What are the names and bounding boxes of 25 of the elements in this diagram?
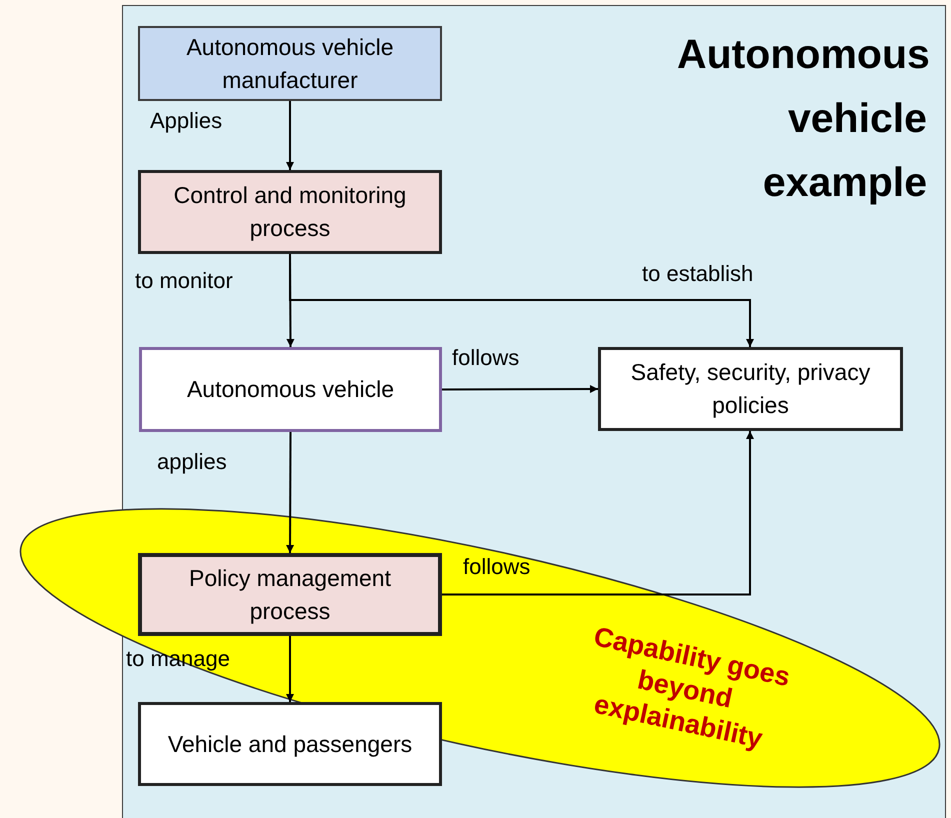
- arrow: [286, 101, 294, 170]
- process-box: [138, 702, 442, 786]
- edge-label: Applies: [150, 108, 222, 134]
- arrow: [442, 431, 754, 596]
- edge-label: to monitor: [135, 268, 233, 294]
- edge-label: follows: [463, 554, 530, 580]
- arrow: [286, 636, 294, 702]
- arrow: [286, 432, 294, 553]
- node-text: Policy management process: [188, 564, 392, 626]
- process-box: [139, 347, 442, 432]
- process-box: [138, 553, 442, 636]
- arrow: [289, 254, 754, 347]
- arrow: [442, 385, 598, 394]
- policy-box: [598, 347, 903, 431]
- process-box: [138, 170, 442, 254]
- diagram-title: Autonomous vehicle example: [677, 30, 927, 207]
- node-text: Autonomous vehicle manufacturer: [185, 32, 395, 94]
- node-text: Control and monitoring process: [172, 181, 408, 243]
- node-text: Vehicle and passengers: [166, 730, 414, 759]
- edge-label: follows: [452, 345, 520, 371]
- node-text: Autonomous vehicle: [186, 375, 396, 404]
- edge-label: to establish: [642, 261, 754, 287]
- process-box: [138, 26, 442, 101]
- edge-label: applies: [157, 449, 227, 475]
- node-text: Safety, security, privacy policies: [630, 358, 872, 420]
